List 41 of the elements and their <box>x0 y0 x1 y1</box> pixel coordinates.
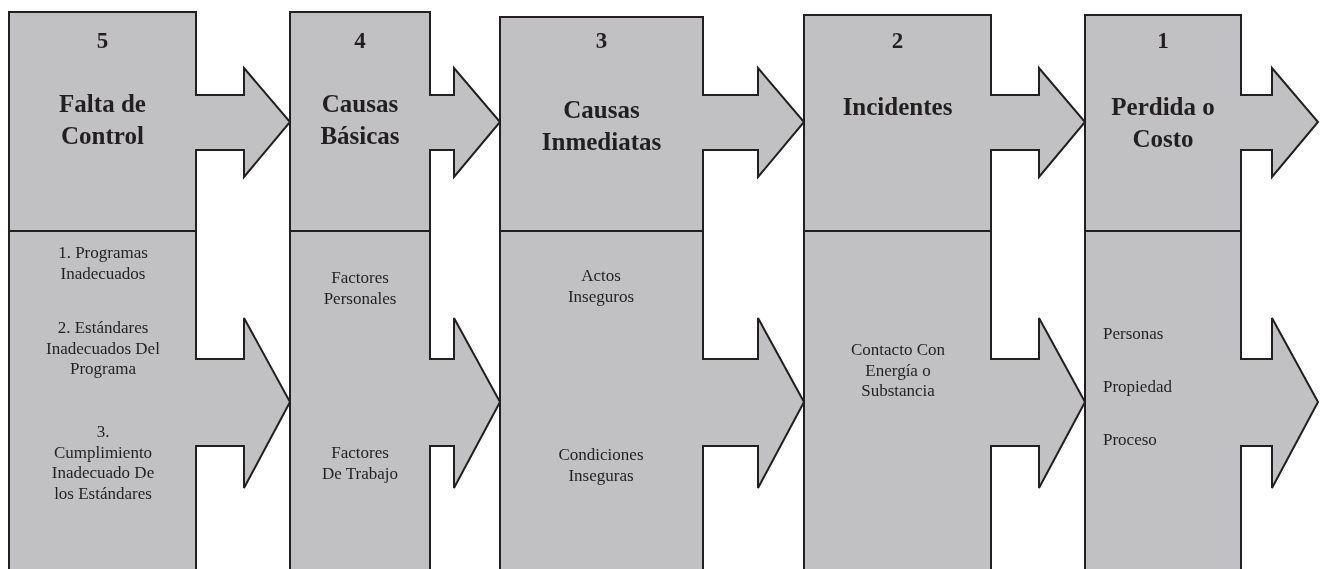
block-arrow <box>194 317 292 489</box>
block-arrow <box>701 317 806 489</box>
stage-title: Causas Básicas <box>319 89 401 151</box>
stage-detail-box <box>289 230 431 569</box>
block-arrow <box>428 317 502 489</box>
stage-header-box <box>803 14 992 232</box>
stage-item: Condiciones Inseguras <box>557 445 645 487</box>
stage-number: 1 <box>1156 27 1170 55</box>
stage-number: 2 <box>890 27 905 55</box>
block-arrow <box>1239 65 1320 180</box>
block-arrow <box>1239 317 1320 489</box>
stage-title: Perdida o Costo <box>1110 92 1216 154</box>
block-arrow <box>989 317 1087 489</box>
stage-detail-box <box>499 230 704 569</box>
stage-number: 5 <box>95 27 110 55</box>
stage-number: 3 <box>594 27 609 55</box>
stage-header-box <box>499 16 704 232</box>
stage-title: Incidentes <box>841 92 954 122</box>
block-arrow <box>194 65 292 180</box>
stage-item: Proceso <box>1103 430 1158 451</box>
block-arrow <box>701 65 806 180</box>
stage-item: Factores De Trabajo <box>321 443 399 485</box>
stage-header-box <box>8 11 197 232</box>
stage-item: Contacto Con Energía o Substancia <box>850 340 946 403</box>
stage-detail-box <box>8 230 197 569</box>
stage-title: Causas Inmediatas <box>540 95 663 157</box>
stage-title: Falta de Control <box>58 89 147 151</box>
stage-number: 4 <box>353 27 367 55</box>
stage-detail-box <box>1084 230 1242 569</box>
stage-item: 2. Estándares Inadecuados Del Programa <box>45 318 161 381</box>
stage-item: Propiedad <box>1103 377 1173 398</box>
stage-item: Personas <box>1103 324 1165 345</box>
stage-item: 1. Programas Inadecuados <box>57 243 149 285</box>
block-arrow <box>428 65 502 180</box>
block-arrow <box>989 65 1087 180</box>
stage-header-box <box>1084 14 1242 232</box>
stage-item: 3. Cumplimiento Inadecuado De los Estándares <box>50 422 156 505</box>
stage-header-box <box>289 11 431 232</box>
stage-item: Factores Personales <box>322 268 398 310</box>
stage-detail-box <box>803 230 992 569</box>
stage-item: Actos Inseguros <box>566 266 636 308</box>
